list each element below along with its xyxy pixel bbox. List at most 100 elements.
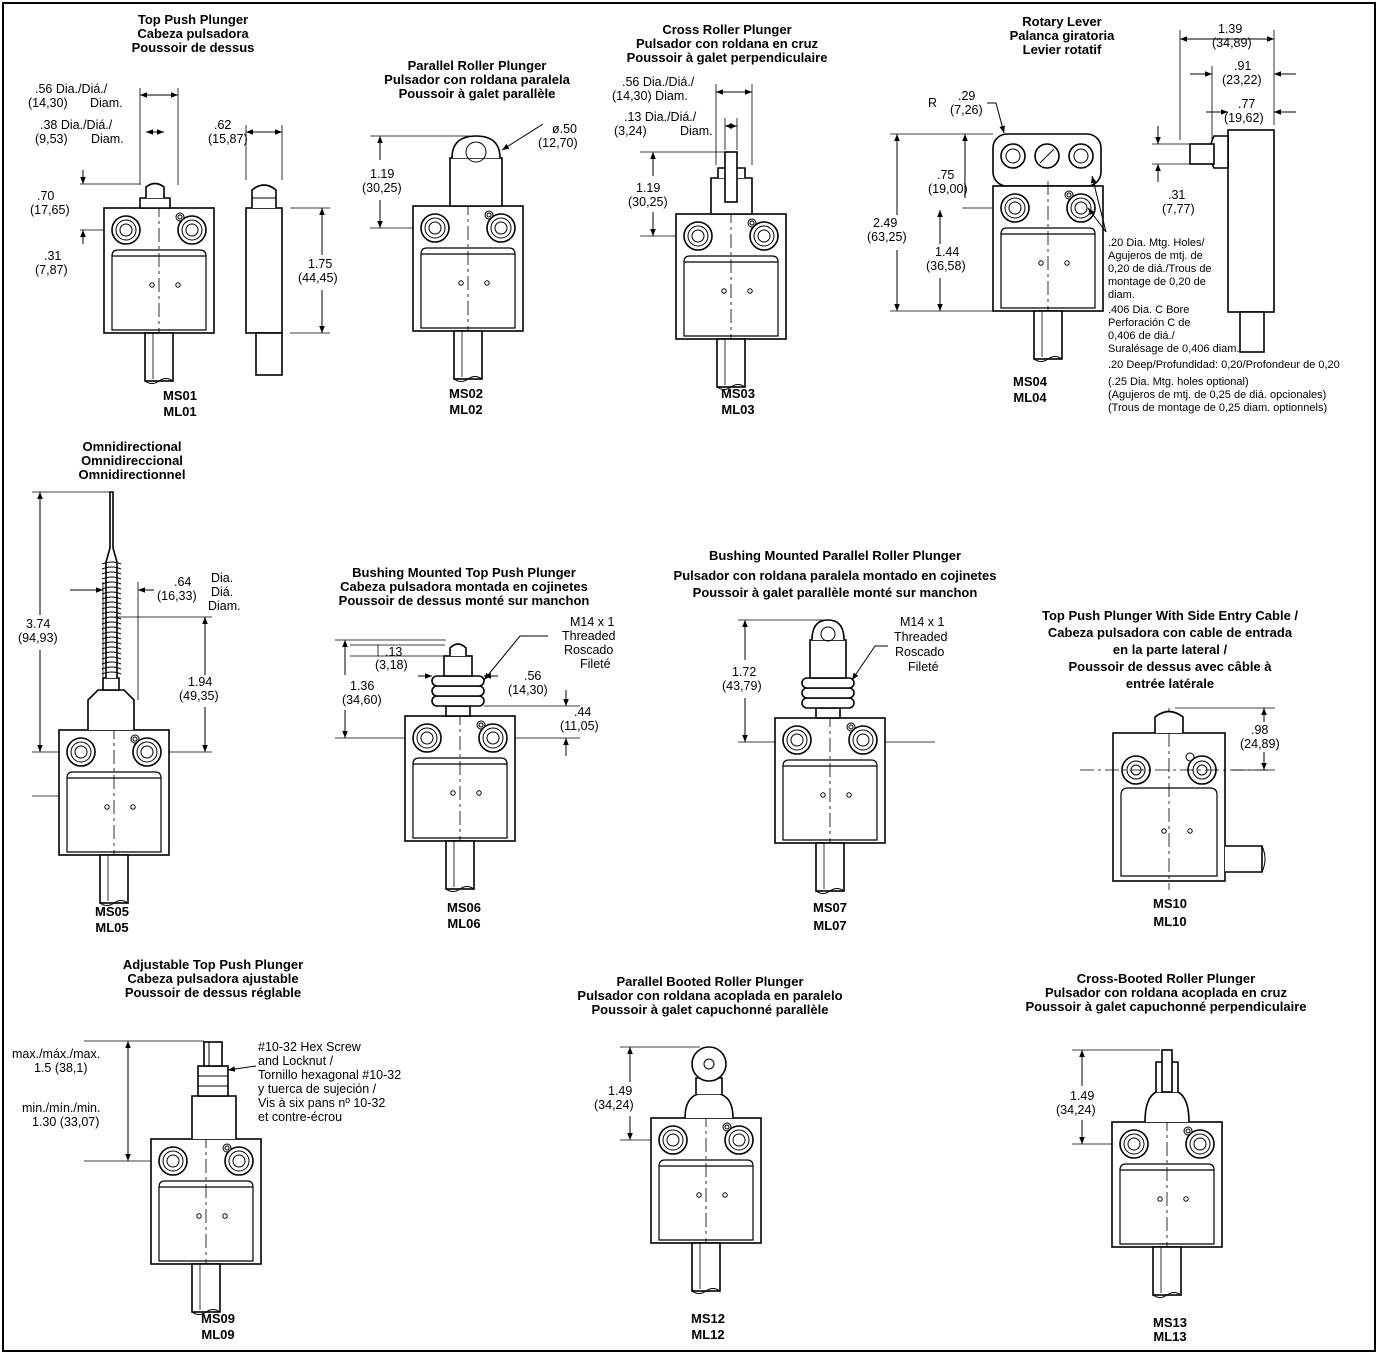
ms03-group: Cross Roller Plunger Pulsador con roldan… bbox=[612, 22, 827, 417]
spring-turn bbox=[101, 601, 122, 605]
ms02-dim-1: ø.50 bbox=[552, 122, 577, 136]
ms09-note-4: y tuerca de sujeción / bbox=[258, 1082, 377, 1096]
ms04-model-ml: ML04 bbox=[1013, 390, 1047, 405]
ms05-model-ms: MS05 bbox=[95, 904, 129, 919]
ms12-dim-1: 1.49 bbox=[608, 1084, 632, 1098]
ms05-spring-coil bbox=[101, 561, 122, 675]
ms09-note-2: and Locknut / bbox=[258, 1054, 334, 1068]
ms06-dim-2: Threaded bbox=[562, 629, 616, 643]
ms04-dim-9: (36,58) bbox=[926, 259, 966, 273]
ms01-title-1: Top Push Plunger bbox=[138, 12, 248, 27]
ms01-model-ms: MS01 bbox=[163, 388, 197, 403]
ms03-dim-1: .56 Dia./Diá./ bbox=[622, 75, 695, 89]
ms06-title-1: Bushing Mounted Top Push Plunger bbox=[352, 565, 576, 580]
ms04-dim-11: (34,89) bbox=[1212, 36, 1252, 50]
ms09-model-ms: MS09 bbox=[201, 1311, 235, 1326]
ms06-dim-3: Roscado bbox=[564, 643, 613, 657]
spring-turn bbox=[101, 621, 122, 625]
ms04-dim-10: 1.39 bbox=[1218, 22, 1242, 36]
ms02-dim-3: 1.19 bbox=[370, 167, 394, 181]
ms04-dim-13: (23,22) bbox=[1222, 73, 1262, 87]
ms05-dim-4: Diá. bbox=[211, 585, 233, 599]
ms09-dim-4: 1.30 (33,07) bbox=[32, 1115, 99, 1129]
ms06-dim-12: (11,05) bbox=[560, 719, 599, 733]
ms10-group: Top Push Plunger With Side Entry Cable /… bbox=[1042, 608, 1298, 929]
ms01-dim-13: 1.75 bbox=[308, 257, 332, 271]
ms12-title-3: Poussoir à galet capuchonné parallèle bbox=[592, 1002, 829, 1017]
ms02-model-ms: MS02 bbox=[449, 386, 483, 401]
ms07-nut-stack bbox=[801, 677, 855, 709]
ms06-dim-1: M14 x 1 bbox=[570, 615, 615, 629]
ms05-dim-8: 1.94 bbox=[188, 675, 212, 689]
ms04-group: Rotary Lever Palanca giratoria Levier ro… bbox=[867, 14, 1340, 414]
ms03-dim-6: 1.19 bbox=[636, 181, 660, 195]
ms04-dim-8: 1.44 bbox=[935, 245, 959, 259]
ms07-group: Bushing Mounted Parallel Roller Plunger … bbox=[674, 548, 997, 933]
spring-turn bbox=[101, 631, 122, 635]
ms02-title-1: Parallel Roller Plunger bbox=[408, 58, 547, 73]
ms06-dim-10: (14,30) bbox=[508, 683, 548, 697]
ms03-title-1: Cross Roller Plunger bbox=[662, 22, 791, 37]
ms10-title-5: entrée latérale bbox=[1126, 676, 1214, 691]
ms04-note-11: (.25 Dia. Mtg. holes optional) bbox=[1108, 376, 1249, 388]
ms13-title-2: Pulsador con roldana acoplada en cruz bbox=[1045, 985, 1288, 1000]
ms04-note-8: 0,406 de diá./ bbox=[1108, 330, 1176, 342]
ms05-dim-2: (16,33) bbox=[157, 589, 197, 603]
ms12-dim-2: (34,24) bbox=[594, 1098, 634, 1112]
ms01-dim-6: Diam. bbox=[91, 132, 124, 146]
ms05-model-ml: ML05 bbox=[95, 920, 128, 935]
ms04-note-10: .20 Deep/Profundidad: 0,20/Profondeur de… bbox=[1108, 359, 1340, 371]
ms04-title-1: Rotary Lever bbox=[1022, 14, 1101, 29]
ms12-model-ms: MS12 bbox=[691, 1311, 725, 1326]
ms06-dim-7: 1.36 bbox=[350, 679, 374, 693]
ms05-group: Omnidirectional Omnidireccional Omnidire… bbox=[18, 439, 241, 935]
ms04-dim-2: .29 bbox=[958, 89, 975, 103]
ms02-dim-4: (30,25) bbox=[362, 181, 402, 195]
spring-turn bbox=[101, 671, 122, 675]
ms06-title-2: Cabeza pulsadora montada en cojinetes bbox=[340, 579, 588, 594]
ms06-dim-8: (34,60) bbox=[342, 693, 382, 707]
spring-turn bbox=[101, 576, 122, 580]
ms07-dim-5: 1.72 bbox=[732, 665, 756, 679]
ms07-title-3: Poussoir à galet parallèle monté sur man… bbox=[693, 585, 978, 600]
ms13-title-1: Cross-Booted Roller Plunger bbox=[1077, 971, 1255, 986]
ms09-note-1: #10-32 Hex Screw bbox=[258, 1040, 362, 1054]
ms01-dim-10: (17,65) bbox=[30, 203, 70, 217]
ms10-model-ml: ML10 bbox=[1153, 914, 1186, 929]
ms03-title-2: Pulsador con roldana en cruz bbox=[636, 36, 819, 51]
ms04-dim-7: (63,25) bbox=[867, 230, 907, 244]
ms03-dim-4: (3,24) bbox=[614, 124, 647, 138]
ms06-nut-stack bbox=[431, 675, 485, 707]
ms04-dim-5: (19,00) bbox=[928, 182, 968, 196]
ms01-dim-11: .31 bbox=[44, 249, 61, 263]
ms02-title-2: Pulsador con roldana paralela bbox=[384, 72, 570, 87]
ms10-model-ms: MS10 bbox=[1153, 896, 1187, 911]
ms07-title-2: Pulsador con roldana paralela montado en… bbox=[674, 568, 997, 583]
spring-turn bbox=[101, 566, 122, 570]
ms01-dim-9: .70 bbox=[37, 189, 54, 203]
ms06-dim-6: (3,18) bbox=[375, 658, 408, 672]
ms09-model-ml: ML09 bbox=[201, 1327, 234, 1342]
ms04-dim-1: R bbox=[928, 96, 937, 110]
ms06-model-ml: ML06 bbox=[447, 916, 480, 931]
spring-turn bbox=[101, 616, 122, 620]
ms12-title-1: Parallel Booted Roller Plunger bbox=[616, 974, 803, 989]
spring-turn bbox=[101, 586, 122, 590]
ms12-group: Parallel Booted Roller Plunger Pulsador … bbox=[577, 974, 842, 1342]
ms01-dim-2: (14,30) bbox=[28, 96, 68, 110]
spring-turn bbox=[101, 636, 122, 640]
ms10-title-1: Top Push Plunger With Side Entry Cable / bbox=[1042, 608, 1298, 623]
spring-turn bbox=[101, 661, 122, 665]
ms04-dim-4: .75 bbox=[937, 168, 954, 182]
ms04-note-12: (Agujeros de mtj. de 0,25 de diá. opcion… bbox=[1108, 389, 1326, 401]
ms06-group: Bushing Mounted Top Push Plunger Cabeza … bbox=[335, 565, 616, 931]
ms04-dim-16: .31 bbox=[1168, 188, 1185, 202]
ms04-dim-17: (7,77) bbox=[1162, 202, 1195, 216]
ms02-group: Parallel Roller Plunger Pulsador con rol… bbox=[362, 58, 578, 417]
ms10-title-4: Poussoir de dessus avec câble à bbox=[1068, 659, 1272, 674]
ms07-title-1: Bushing Mounted Parallel Roller Plunger bbox=[709, 548, 961, 563]
ms04-note-2: Agujeros de mtj. de bbox=[1108, 250, 1203, 262]
ms07-model-ms: MS07 bbox=[813, 900, 847, 915]
